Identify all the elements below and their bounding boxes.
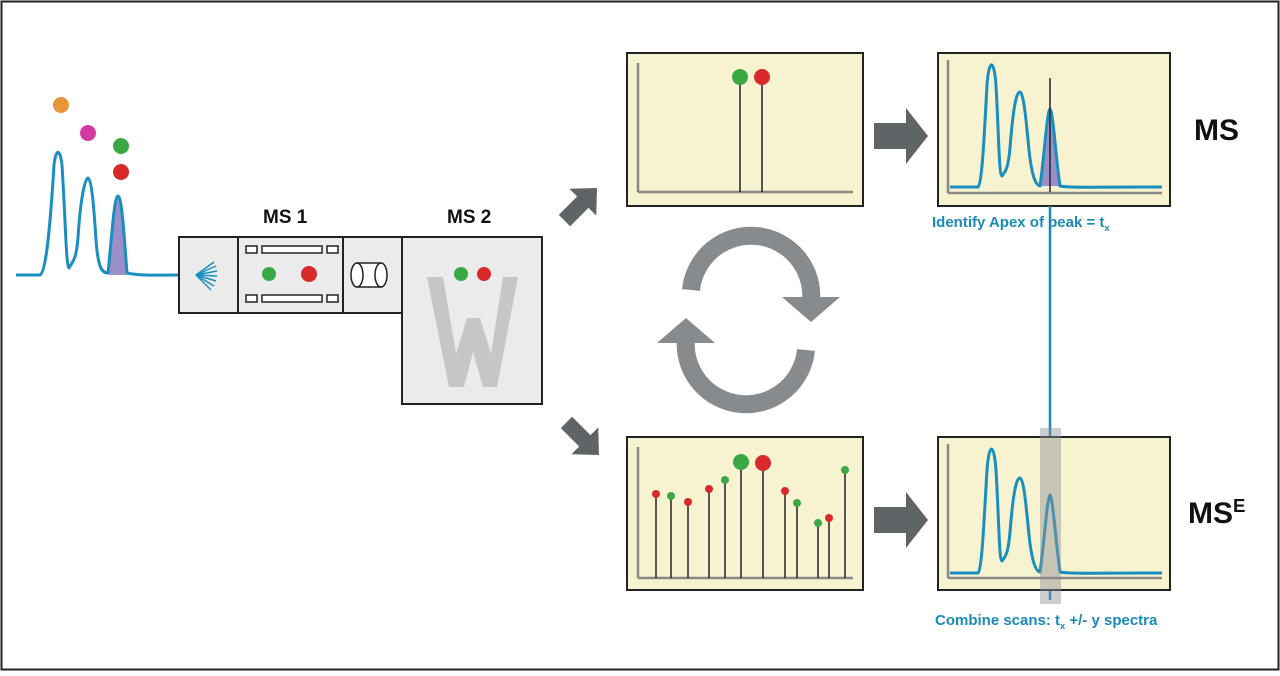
- fragment-ion-dot: [755, 455, 771, 471]
- fragment-ion-dot: [793, 499, 801, 507]
- mse-fragment-spectrum-panel: [626, 436, 864, 591]
- cycle-arrows-icon: [657, 226, 840, 414]
- precursor-ion-green: [732, 69, 748, 85]
- apex-annotation: Identify Apex of peak = tx: [932, 214, 1110, 233]
- combine-annotation: Combine scans: tx +/- y spectra: [935, 612, 1157, 631]
- ms1-label: MS 1: [263, 207, 308, 228]
- fragment-ion-dot: [814, 519, 822, 527]
- ion-dot-magenta: [80, 125, 96, 141]
- apex-annotation-text: Identify Apex of peak = t: [932, 214, 1105, 231]
- mse-label-superscript: E: [1233, 495, 1246, 516]
- right-arrow-icon: [874, 492, 928, 548]
- ion-dot-orange: [53, 97, 69, 113]
- fragment-ion-dot: [705, 485, 713, 493]
- fragment-ion-dot: [841, 466, 849, 474]
- ms2-ion-red: [477, 267, 491, 281]
- ion-dot-red: [113, 164, 129, 180]
- fragment-ion-dot: [667, 492, 675, 500]
- chromatogram-icon: [16, 97, 205, 277]
- right-arrow-icon: [874, 108, 928, 164]
- ms-low-energy-spectrum-panel: [626, 52, 864, 207]
- fragment-ion-dot: [652, 490, 660, 498]
- diagonal-arrow-up-icon: [558, 188, 597, 227]
- chromatogram-trace: [16, 150, 205, 277]
- fragment-ion-dot: [684, 498, 692, 506]
- ion-dot-green: [113, 138, 129, 154]
- mse-chromatogram-panel: [937, 428, 1171, 604]
- fragment-ion-dot: [721, 476, 729, 484]
- ms-chromatogram-panel: [937, 52, 1171, 207]
- combine-window-band: [1040, 428, 1061, 604]
- fragment-ion-dot: [781, 487, 789, 495]
- ms-mode-label: MS: [1194, 114, 1239, 147]
- fragment-ion-dot: [733, 454, 749, 470]
- combine-annotation-text-1: Combine scans: t: [935, 612, 1061, 629]
- diagonal-arrow-down-icon: [560, 416, 599, 455]
- ms1-ion-green: [262, 267, 276, 281]
- ms1-instrument: [178, 236, 403, 314]
- ms2-label: MS 2: [447, 207, 492, 228]
- combine-annotation-subscript: x: [1060, 621, 1066, 631]
- fragment-ion-dot: [825, 514, 833, 522]
- apex-annotation-subscript: x: [1104, 223, 1110, 233]
- w-logo-shape: [427, 277, 518, 387]
- quadrupole-icon: [245, 245, 339, 303]
- ms1-ion-red: [301, 266, 317, 282]
- electrospray-icon: [195, 261, 218, 291]
- collision-cell-icon: [350, 262, 388, 288]
- mse-label-base: MS: [1188, 497, 1233, 530]
- ms2-ion-green: [454, 267, 468, 281]
- ms2-instrument: [401, 236, 543, 405]
- mse-mode-label: MSE: [1188, 495, 1245, 531]
- combine-annotation-text-2: +/- y spectra: [1065, 612, 1158, 629]
- precursor-ion-red: [754, 69, 770, 85]
